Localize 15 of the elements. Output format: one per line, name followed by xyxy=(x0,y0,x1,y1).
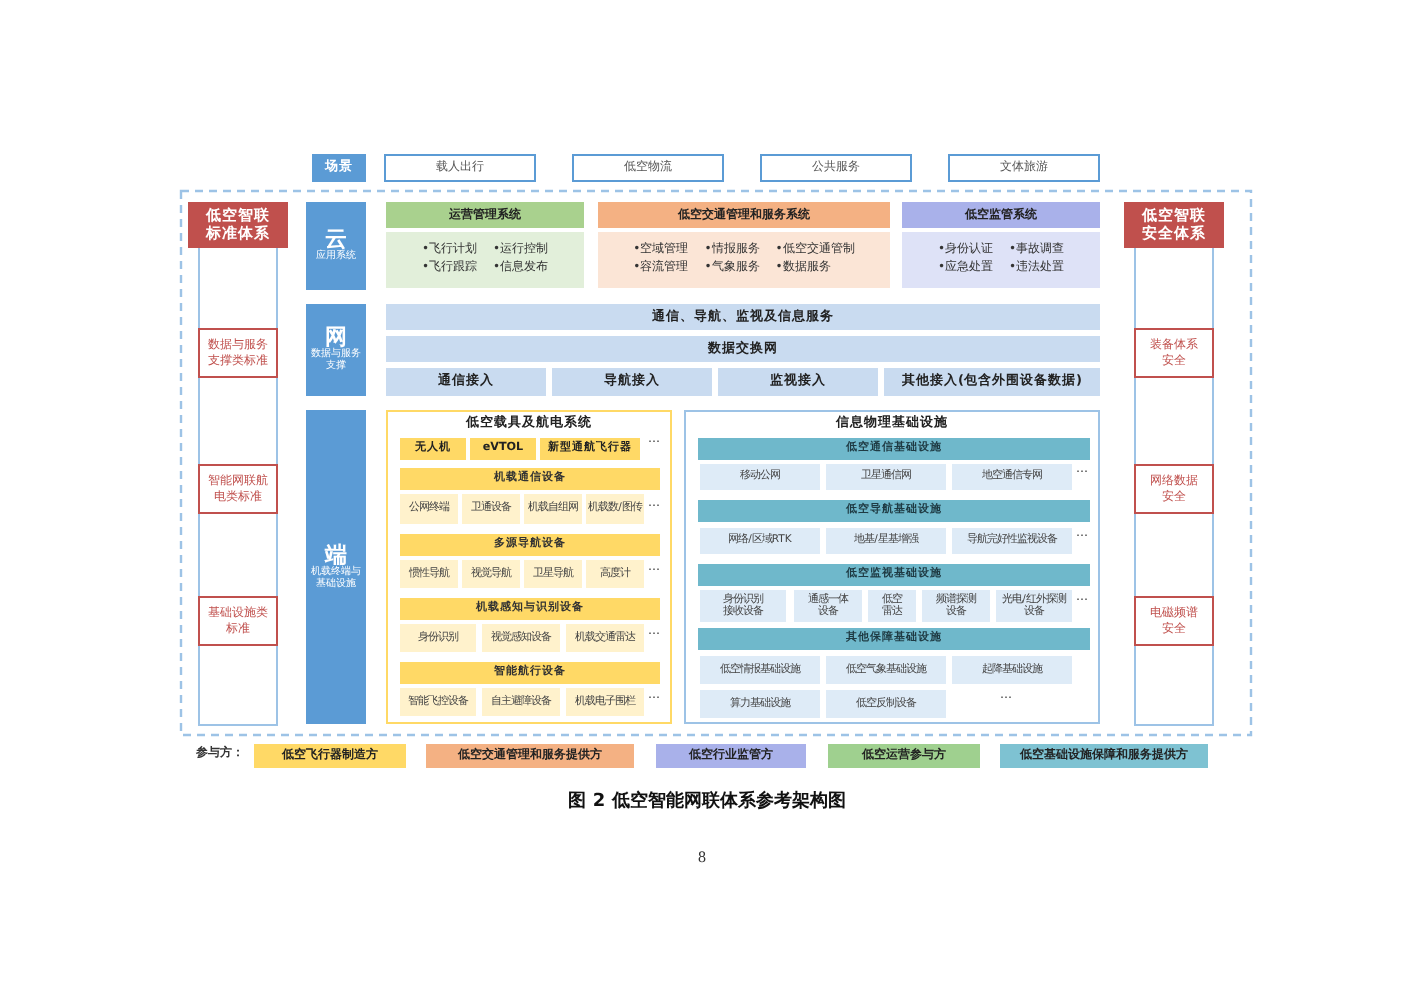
system-panel xyxy=(902,202,1100,288)
equipment-panel xyxy=(386,410,672,724)
layer-title: 网 xyxy=(325,326,347,351)
layer-tile xyxy=(306,304,366,396)
security-column xyxy=(1124,202,1224,726)
infrastructure-panel xyxy=(684,410,1100,724)
layer-tile xyxy=(306,410,366,724)
system-panel xyxy=(386,202,584,288)
layer-tile xyxy=(306,202,366,290)
standards-column xyxy=(188,202,288,726)
layer-title: 云 xyxy=(325,228,347,253)
system-panel xyxy=(598,202,890,288)
figure-caption: 图 2 低空智能网联体系参考架构图 xyxy=(568,792,846,813)
layer-title: 端 xyxy=(325,543,347,568)
page-number: 8 xyxy=(698,848,706,867)
